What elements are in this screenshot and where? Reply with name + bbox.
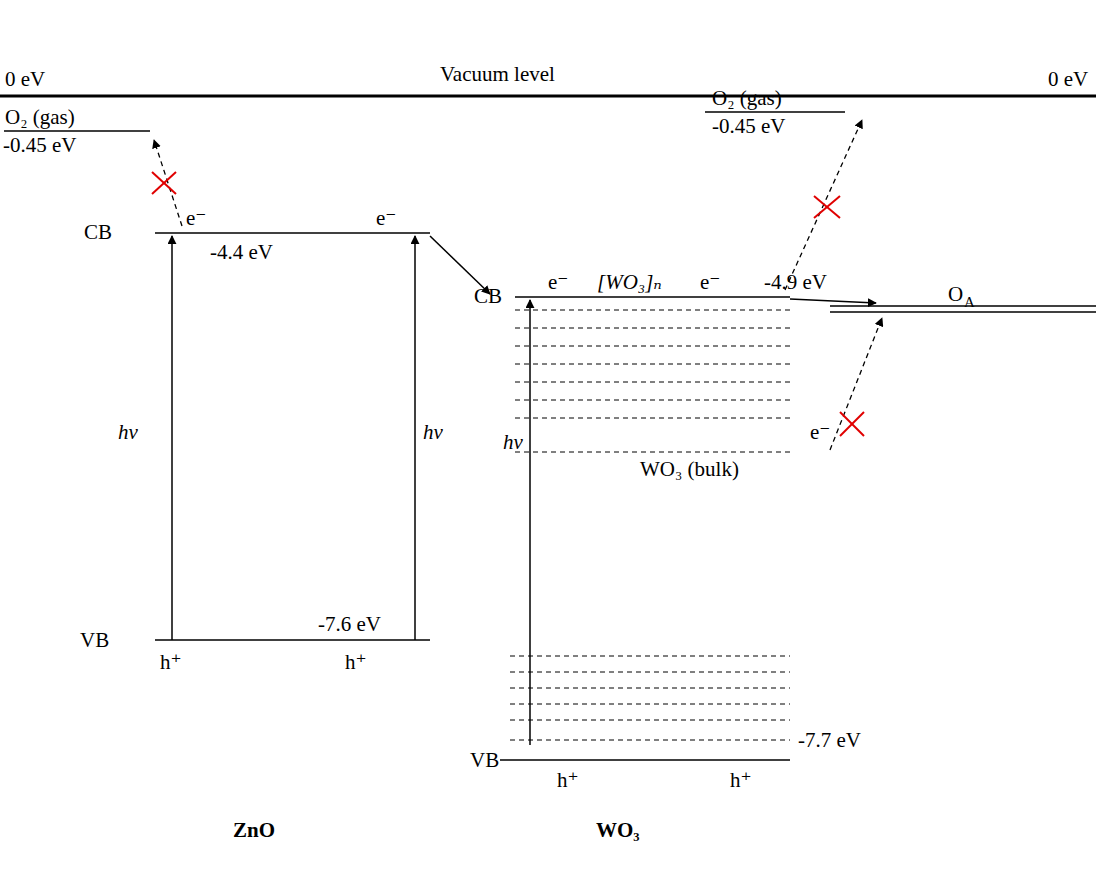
band-label: WO₃ — [596, 818, 640, 843]
band-label: O₂ (gas) — [5, 105, 75, 130]
band-label: hν — [503, 430, 523, 455]
band-label: h⁺ — [345, 650, 367, 675]
blocked-mark — [152, 172, 176, 194]
excitation-arrow — [171, 236, 173, 640]
adsorbed-oxygen-level — [830, 311, 1096, 313]
band-label: ZnO — [233, 818, 275, 843]
blocked-transfer — [785, 120, 862, 290]
band-label: hν — [118, 420, 138, 445]
band-label: -7.6 eV — [318, 612, 381, 637]
trap-states — [510, 656, 790, 740]
valence-band — [500, 759, 790, 761]
band-label: -4.9 eV — [764, 270, 827, 295]
band-label: Vacuum level — [440, 62, 555, 87]
band-label: O₂ (gas) — [712, 86, 782, 111]
band-label: CB — [474, 284, 502, 309]
band-label: CB — [84, 220, 112, 245]
band-label: VB — [470, 748, 499, 773]
band-label: hν — [423, 420, 443, 445]
band-label: WO₃ (bulk) — [640, 457, 739, 482]
band-label: 0 eV — [5, 67, 45, 92]
band-label: [WO₃]ₙ — [597, 270, 662, 295]
blocked-mark — [814, 196, 840, 218]
blocked-transfer — [830, 318, 882, 450]
band-label: e⁻ — [548, 270, 568, 295]
transfer-arrow — [790, 299, 876, 303]
band-label: h⁺ — [557, 768, 579, 793]
excitation-arrow — [529, 300, 531, 745]
blocked-transfer — [154, 140, 182, 226]
band-label: -0.45 eV — [3, 133, 76, 158]
band-label: O — [948, 282, 963, 307]
band-label: e⁻ — [376, 206, 396, 231]
band-label: e⁻ — [700, 270, 720, 295]
o2-level — [705, 111, 845, 113]
valence-band — [155, 639, 430, 641]
band-label: -7.7 eV — [798, 728, 861, 753]
vacuum-level — [0, 95, 1096, 98]
conduction-band — [155, 232, 430, 234]
conduction-band — [515, 296, 790, 298]
band-label: -4.4 eV — [210, 240, 273, 265]
excitation-arrow — [414, 236, 416, 640]
band-label: A — [964, 293, 975, 311]
band-label: -0.45 eV — [712, 114, 785, 139]
band-label: 0 eV — [1048, 67, 1088, 92]
band-label: h⁺ — [160, 650, 182, 675]
trap-states — [515, 310, 790, 452]
band-label: h⁺ — [730, 768, 752, 793]
blocked-mark — [840, 412, 864, 436]
band-label: e⁻ — [186, 206, 206, 231]
band-label: e⁻ — [810, 420, 830, 445]
o2-level — [4, 130, 150, 132]
band-label: VB — [80, 628, 109, 653]
